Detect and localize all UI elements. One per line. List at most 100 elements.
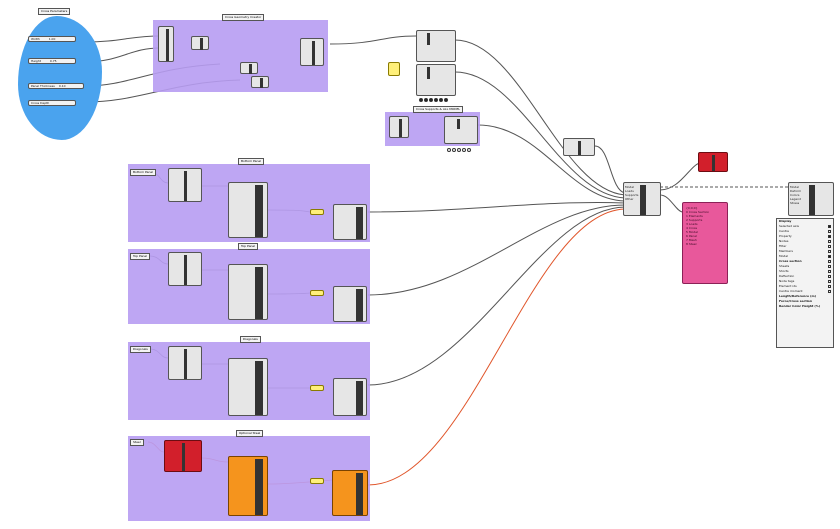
support-component-b[interactable] bbox=[416, 64, 456, 102]
panel-thickness-slider[interactable]: Panel Thickness 0.10 bbox=[28, 83, 84, 89]
data-component[interactable] bbox=[563, 138, 595, 156]
material-component[interactable] bbox=[228, 358, 268, 416]
panel-line: {0;0;0} bbox=[686, 206, 698, 210]
material-group-title: Cross Supports & ALL MODEL bbox=[413, 106, 464, 113]
material-component[interactable] bbox=[228, 182, 268, 238]
slider-value: 0.75 bbox=[49, 59, 57, 63]
setting-row[interactable]: Deflection bbox=[777, 274, 833, 279]
error-component[interactable] bbox=[698, 152, 728, 172]
support-component-c[interactable] bbox=[389, 116, 409, 138]
geometry-component[interactable] bbox=[251, 76, 269, 88]
checkbox-icon[interactable] bbox=[828, 290, 831, 293]
preview-component[interactable] bbox=[333, 378, 367, 416]
wire bbox=[367, 202, 626, 213]
geometry-component[interactable] bbox=[240, 62, 258, 74]
panel-line: 8 Steel bbox=[686, 242, 697, 246]
port: Legend bbox=[790, 197, 802, 201]
checkbox-icon[interactable] bbox=[828, 265, 831, 268]
steel-panel-name[interactable]: Steel bbox=[130, 439, 144, 446]
name-panel[interactable] bbox=[310, 478, 324, 484]
deconstruct-component[interactable] bbox=[168, 346, 202, 380]
name-panel[interactable] bbox=[310, 209, 324, 215]
setting-row[interactable]: Sheets bbox=[777, 264, 833, 269]
bottom-group-title: Bottom Panel bbox=[238, 158, 265, 165]
name-panel[interactable] bbox=[310, 290, 324, 296]
height-slider[interactable]: Height 0.75 bbox=[28, 58, 76, 64]
checkbox-icon[interactable] bbox=[828, 255, 831, 258]
port: Model bbox=[790, 185, 800, 189]
assembly-component[interactable]: Model Loads Supports Other bbox=[623, 182, 661, 216]
display-settings-panel: Display Selected axis Centre Property No… bbox=[776, 218, 834, 348]
checkbox-icon[interactable] bbox=[828, 235, 831, 238]
panel-line: 4 Cross bbox=[686, 226, 698, 230]
port: Supports bbox=[625, 193, 639, 197]
panel-line: 5 Model bbox=[686, 230, 698, 234]
display-ports: Model Deform Colors Legend Stress bbox=[790, 185, 801, 205]
wire bbox=[329, 35, 417, 45]
cross-depth-slider[interactable]: Cross Depth bbox=[28, 100, 76, 106]
panel-line: 7 Mesh bbox=[686, 238, 697, 242]
merge-component[interactable] bbox=[300, 38, 324, 66]
steel-group-title: Optional Steel bbox=[236, 430, 264, 437]
display-component[interactable]: Model Deform Colors Legend Stress bbox=[788, 182, 834, 216]
setting-row[interactable]: Nodes bbox=[777, 239, 833, 244]
setting-row[interactable]: Property bbox=[777, 234, 833, 239]
steel-section-component[interactable] bbox=[164, 440, 202, 472]
checkbox-icon[interactable] bbox=[828, 275, 831, 278]
deconstruct-component[interactable] bbox=[168, 168, 202, 202]
geometry-component[interactable] bbox=[191, 36, 209, 50]
material-component[interactable] bbox=[228, 264, 268, 320]
panel-line: 2 Supports bbox=[686, 218, 703, 222]
checkbox-icon[interactable] bbox=[828, 245, 831, 248]
panel-line: 6 Panel bbox=[686, 234, 697, 238]
wire bbox=[454, 71, 626, 199]
setting-row[interactable]: Centre bbox=[777, 229, 833, 234]
wire bbox=[477, 124, 626, 202]
setting-row[interactable]: Shorts bbox=[777, 269, 833, 274]
top-panel-name[interactable]: Top Panel bbox=[130, 253, 151, 260]
setting-row[interactable]: Filter bbox=[777, 244, 833, 249]
setting-row[interactable]: Element ids bbox=[777, 284, 833, 289]
setting-row[interactable]: Model bbox=[777, 254, 833, 259]
diagonals-panel-name[interactable]: Diagonals bbox=[130, 346, 151, 353]
steel-preview-component[interactable] bbox=[332, 470, 368, 516]
setting-row[interactable]: Render Color Height (%) bbox=[779, 304, 821, 308]
setting-row[interactable]: Members bbox=[777, 249, 833, 254]
setting-row[interactable]: Length/Reference (m) bbox=[779, 294, 816, 298]
checkbox-icon[interactable] bbox=[828, 285, 831, 288]
preview-component[interactable] bbox=[333, 286, 367, 322]
settings-title: Display bbox=[779, 219, 792, 223]
name-panel[interactable] bbox=[310, 385, 324, 391]
slider-label: Cross Depth bbox=[31, 101, 50, 105]
setting-row[interactable]: Force/Cross section bbox=[779, 299, 812, 303]
diagonals-group-title: Diagonals bbox=[240, 336, 261, 343]
checkbox-icon[interactable] bbox=[828, 230, 831, 233]
cross-group-title: Cross Geometry Creator bbox=[222, 14, 265, 21]
geometry-component[interactable] bbox=[158, 26, 174, 62]
collector-ports: Model Loads Supports Other bbox=[625, 185, 638, 201]
wire bbox=[84, 35, 161, 43]
checkbox-icon[interactable] bbox=[828, 250, 831, 253]
setting-row[interactable]: Selected axis bbox=[777, 224, 833, 229]
checkbox-icon[interactable] bbox=[828, 240, 831, 243]
support-component-d[interactable] bbox=[444, 116, 478, 152]
cross-geometry-group bbox=[153, 20, 328, 92]
steel-material-component[interactable] bbox=[228, 456, 268, 516]
setting-row[interactable]: Centre moment bbox=[777, 289, 833, 294]
panel-line: 3 Loads bbox=[686, 222, 698, 226]
output-panel-text: {0;0;0} 0 Cross Section 1 Elements 2 Sup… bbox=[686, 206, 709, 246]
checkbox-icon[interactable] bbox=[828, 280, 831, 283]
checkbox-icon[interactable] bbox=[828, 225, 831, 228]
port: Stress bbox=[790, 201, 800, 205]
slider-label: Panel Thickness bbox=[31, 84, 55, 88]
checkbox-icon[interactable] bbox=[828, 270, 831, 273]
support-component-a[interactable] bbox=[416, 30, 456, 68]
bottom-panel-name[interactable]: Bottom Panel bbox=[130, 169, 157, 176]
deconstruct-component[interactable] bbox=[168, 252, 202, 286]
toggle-panel[interactable] bbox=[388, 62, 400, 76]
width-slider[interactable]: Width 1.00 bbox=[28, 36, 76, 42]
setting-row[interactable]: Cross section bbox=[777, 259, 833, 264]
setting-row[interactable]: Node tags bbox=[777, 279, 833, 284]
preview-component[interactable] bbox=[333, 204, 367, 240]
checkbox-icon[interactable] bbox=[828, 260, 831, 263]
